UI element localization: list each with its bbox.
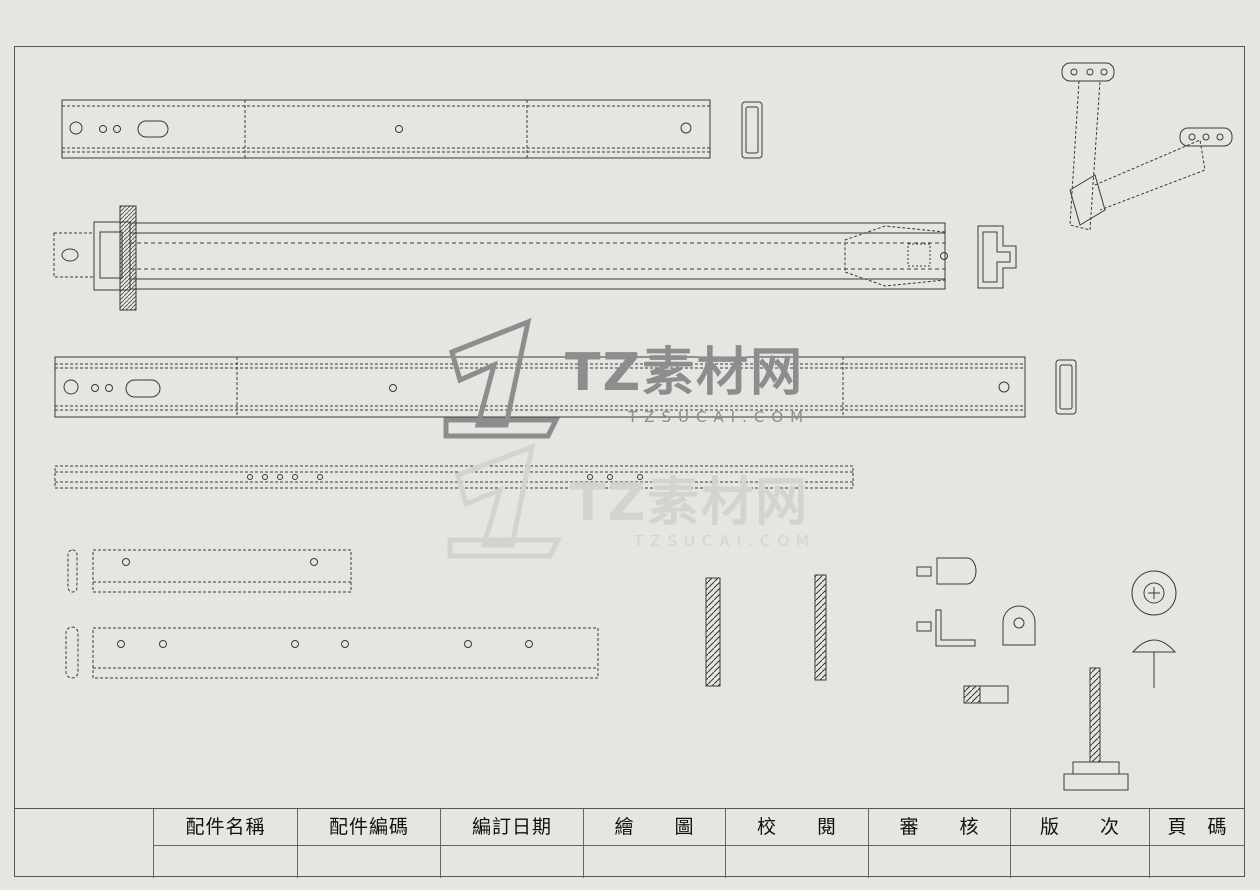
slide-rail-assembly [53,205,1017,311]
title-label: 繪 圖 [584,809,725,846]
watermark-brand-faint: TZ素材网 [570,473,810,533]
title-label: 編訂日期 [441,809,583,846]
angle-bracket [1002,605,1036,646]
l-bracket-pin [916,609,976,647]
hinge-strip-short [67,549,352,593]
leveling-foot [1063,667,1129,791]
threaded-insert [963,685,1009,704]
watermark-site-faint: TZSUCAI.COM [634,532,817,550]
title-cell-page: 頁 碼 [1149,809,1245,878]
title-cell-approved: 審 核 [868,809,1010,878]
title-label: 審 核 [869,809,1010,846]
title-value-blank[interactable] [298,845,440,878]
title-cell-revision-date: 編訂日期 [440,809,583,878]
title-value-blank[interactable] [1150,845,1245,878]
slide-rail-top [61,99,711,159]
title-cell-part-name: 配件名稱 [153,809,297,878]
round-tack [1131,570,1177,688]
lid-stay-hinge [1061,62,1233,231]
title-cell-checked: 校 閱 [725,809,868,878]
title-value-blank[interactable] [154,845,297,878]
tz-logo-icon [443,317,561,439]
title-label: 校 閱 [726,809,868,846]
title-value-blank[interactable] [726,845,868,878]
shelf-pin [916,557,977,585]
watermark-site: TZSUCAI.COM [628,408,811,426]
tz-logo-icon-faint [447,443,563,559]
title-value-blank[interactable] [441,845,583,878]
title-block: 配件名稱 配件編碼 編訂日期 繪 圖 校 閱 審 核 版 次 頁 碼 [14,808,1245,878]
title-label: 配件名稱 [154,809,297,846]
title-value-blank[interactable] [584,845,725,878]
threaded-rod-right [814,574,827,681]
title-cell-version: 版 次 [1010,809,1149,878]
slide-rail-thin [54,465,854,489]
title-label: 頁 碼 [1150,809,1245,846]
watermark-brand: TZ素材网 [565,343,805,403]
rail-profile-top [741,101,763,159]
title-value-blank[interactable] [1011,845,1149,878]
hinge-strip-long [65,626,599,679]
title-value-blank[interactable] [869,845,1010,878]
title-cell-part-code: 配件編碼 [297,809,440,878]
title-cell-drawn: 繪 圖 [583,809,725,878]
drawing-frame [14,46,1245,877]
slide-rail-middle [54,356,1026,418]
title-label: 版 次 [1011,809,1149,846]
title-label: 配件編碼 [298,809,440,846]
rail-profile-middle [1055,359,1077,415]
threaded-rod-left [705,577,721,687]
